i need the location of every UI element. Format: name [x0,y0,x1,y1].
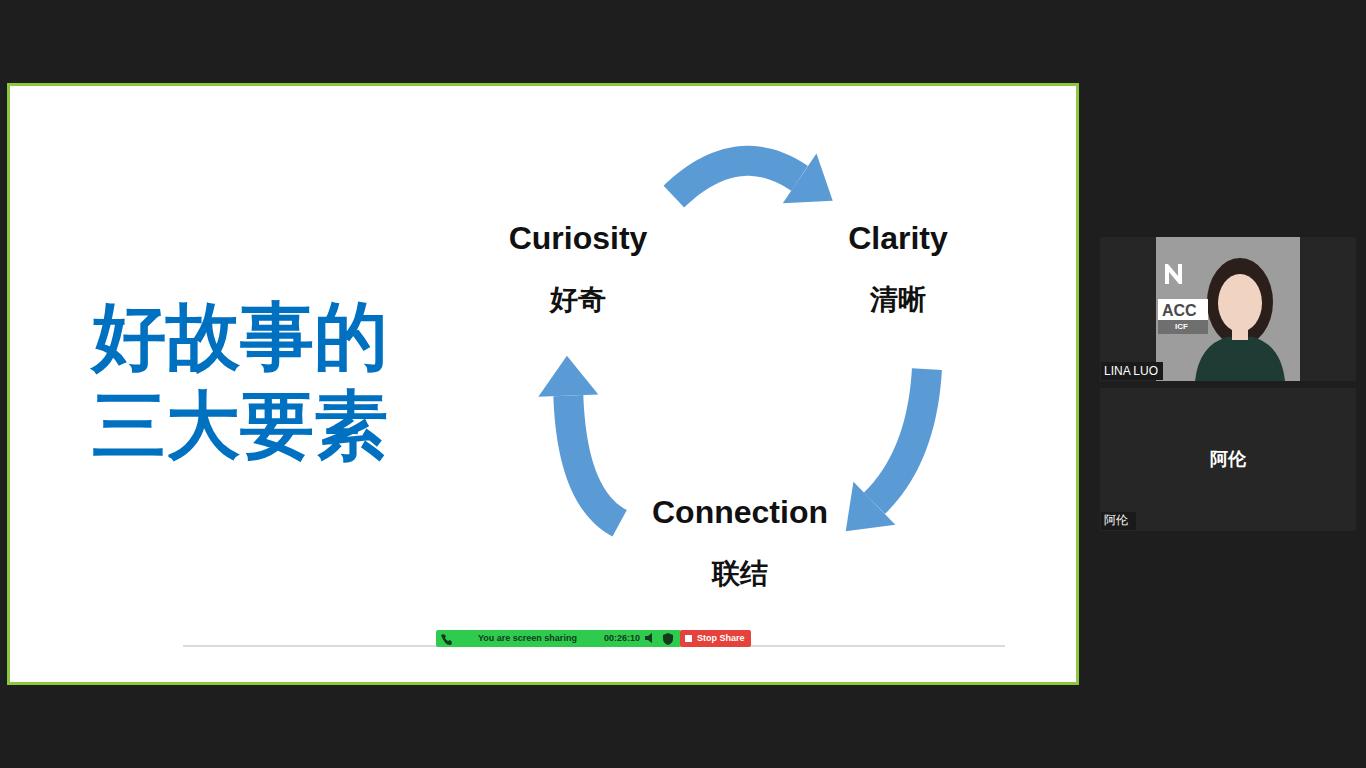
step-name-cn: 好奇 [509,283,648,317]
icf-strip [1158,320,1208,334]
arrow-body [874,369,927,503]
stop-share-button [680,630,751,647]
slide-frame [9,85,1078,684]
hair [1207,258,1273,346]
step-name: Curiosity [509,219,648,257]
step-name-cn: 联结 [652,557,828,591]
acc-badge [1158,299,1208,320]
label-holder: ICF [1175,322,1188,332]
arrow-head [846,482,896,531]
stop-share-text: Stop Share [697,633,745,644]
badge-text: ICF [1175,322,1188,332]
cycle-step: Curiosity 好奇 [501,211,656,325]
dress [1195,337,1285,381]
cycle-step: Connection 联结 [644,485,836,599]
participant-name: LINA LUO [1104,364,1158,378]
shield-icon [663,633,673,645]
label-holder: 阿伦 [1104,513,1128,527]
label-holder: LINA LUO [1104,364,1158,378]
label-holder: You are screen sharing [478,633,577,644]
badge-text: ACC [1162,301,1197,320]
logo-mark [1165,264,1182,284]
step-name-cn: 清晰 [848,283,948,317]
stop-icon [685,635,692,642]
phone-icon [441,634,452,645]
title-block: 好故事的 三大要素 [92,292,404,470]
arrow-head [783,154,833,204]
cycle-arrow [538,356,619,524]
step-name: Clarity [848,219,948,257]
label-holder: 阿伦 [1210,448,1246,470]
cycle-arrow [846,369,927,531]
video-tile [1100,388,1356,531]
step-name: Connection [652,493,828,531]
speaker-icon [645,633,652,643]
participant-photo [1156,237,1300,381]
arrow-body [674,161,800,197]
share-bar [436,630,681,647]
cycle-step: Clarity 清晰 [840,211,956,325]
label-holder: Stop Share [697,633,745,644]
video-tile [1100,237,1356,381]
face [1218,274,1262,332]
arrow-head [538,356,598,397]
participant-name: 阿伦 [1104,513,1128,527]
share-status: You are screen sharing [478,633,577,644]
neck [1232,328,1248,340]
share-timer: 00:26:10 [604,633,640,644]
label-holder: ACC [1162,301,1197,320]
cycle-arrow [674,154,833,204]
name-tag [1101,512,1136,530]
participant-name: 阿伦 [1210,448,1246,470]
label-holder: 00:26:10 [604,633,640,644]
slide-title: 好故事的 三大要素 [92,292,404,470]
arrow-body [568,396,619,524]
name-tag [1101,362,1163,380]
